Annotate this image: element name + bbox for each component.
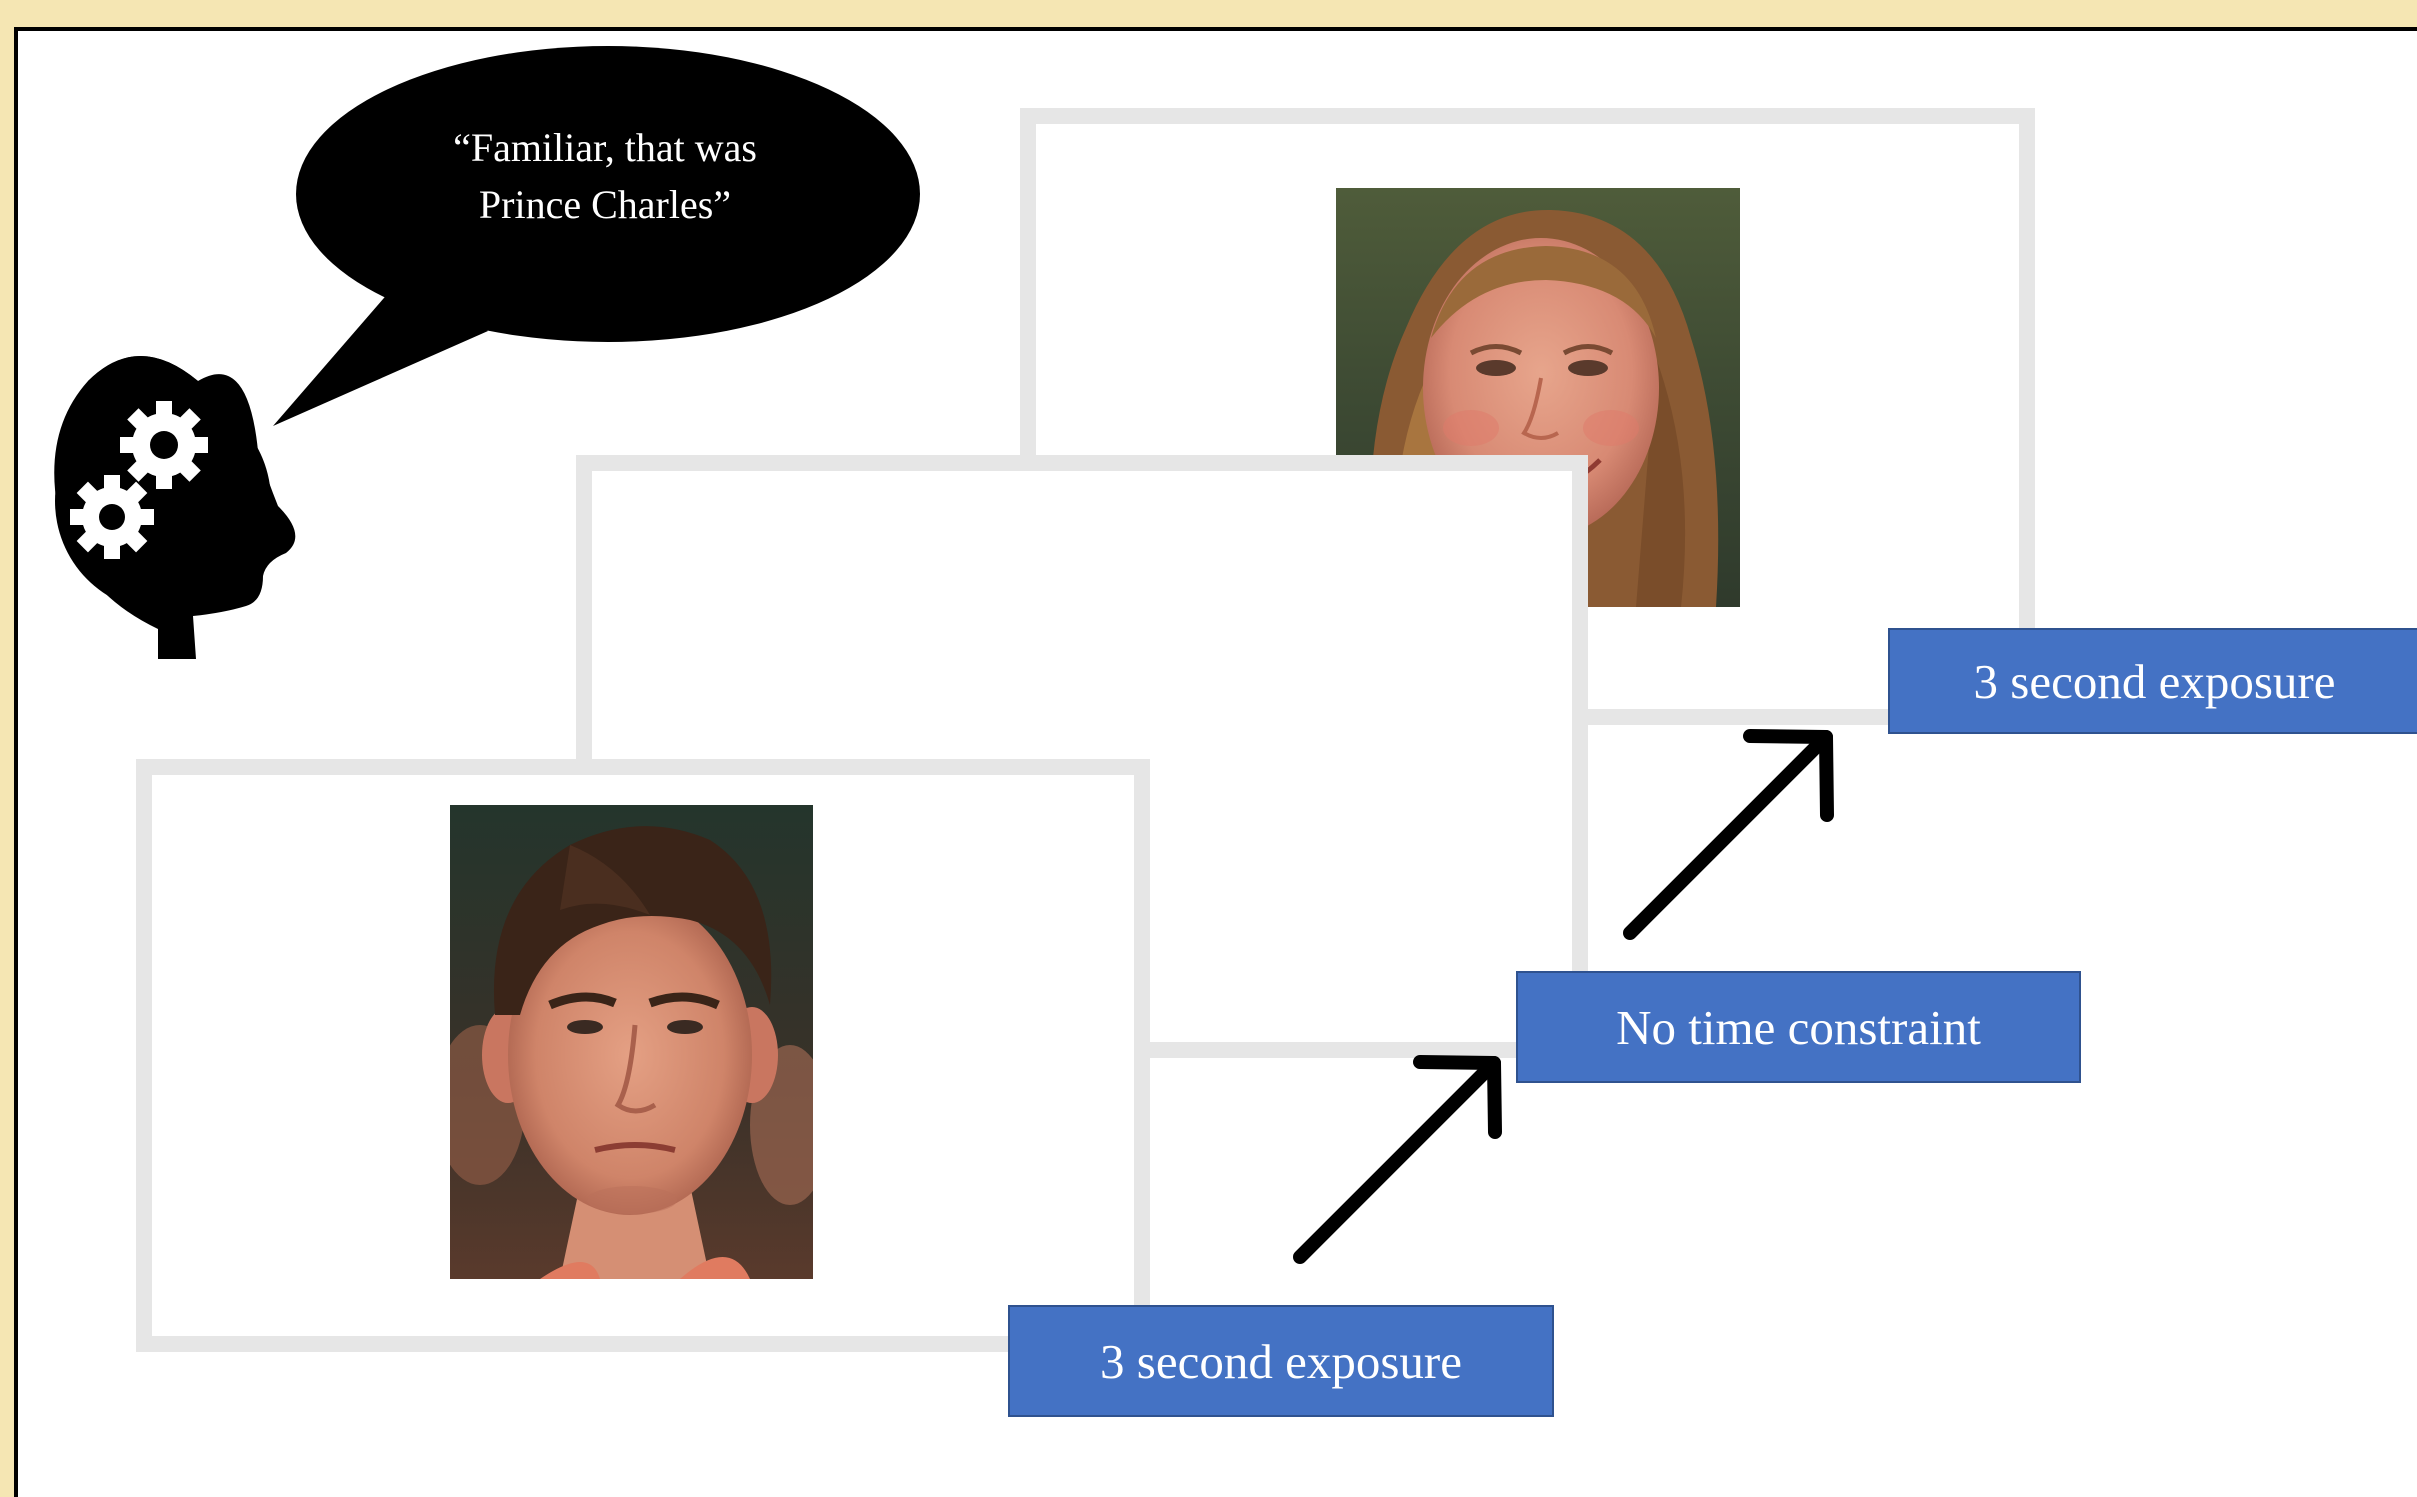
speech-bubble-text: “Familiar, that was Prince Charles” <box>310 119 900 233</box>
stimulus-card-first-exposure <box>136 759 1150 1352</box>
label-first-exposure: 3 second exposure <box>1008 1305 1554 1417</box>
speech-line-1: “Familiar, that was <box>453 125 757 170</box>
thinking-head-icon <box>54 46 920 659</box>
arrow-lower <box>1293 1055 1502 1264</box>
arrow-upper <box>1623 729 1834 940</box>
label-no-time-constraint: No time constraint <box>1516 971 2081 1083</box>
speech-line-2: Prince Charles” <box>478 182 732 227</box>
figure-frame: 3 second exposure No time constraint 3 s… <box>14 27 2417 1497</box>
label-second-exposure: 3 second exposure <box>1888 628 2417 734</box>
face-photo-man <box>450 805 813 1279</box>
head-with-gears-icon <box>54 356 296 659</box>
speech-bubble <box>273 46 920 426</box>
